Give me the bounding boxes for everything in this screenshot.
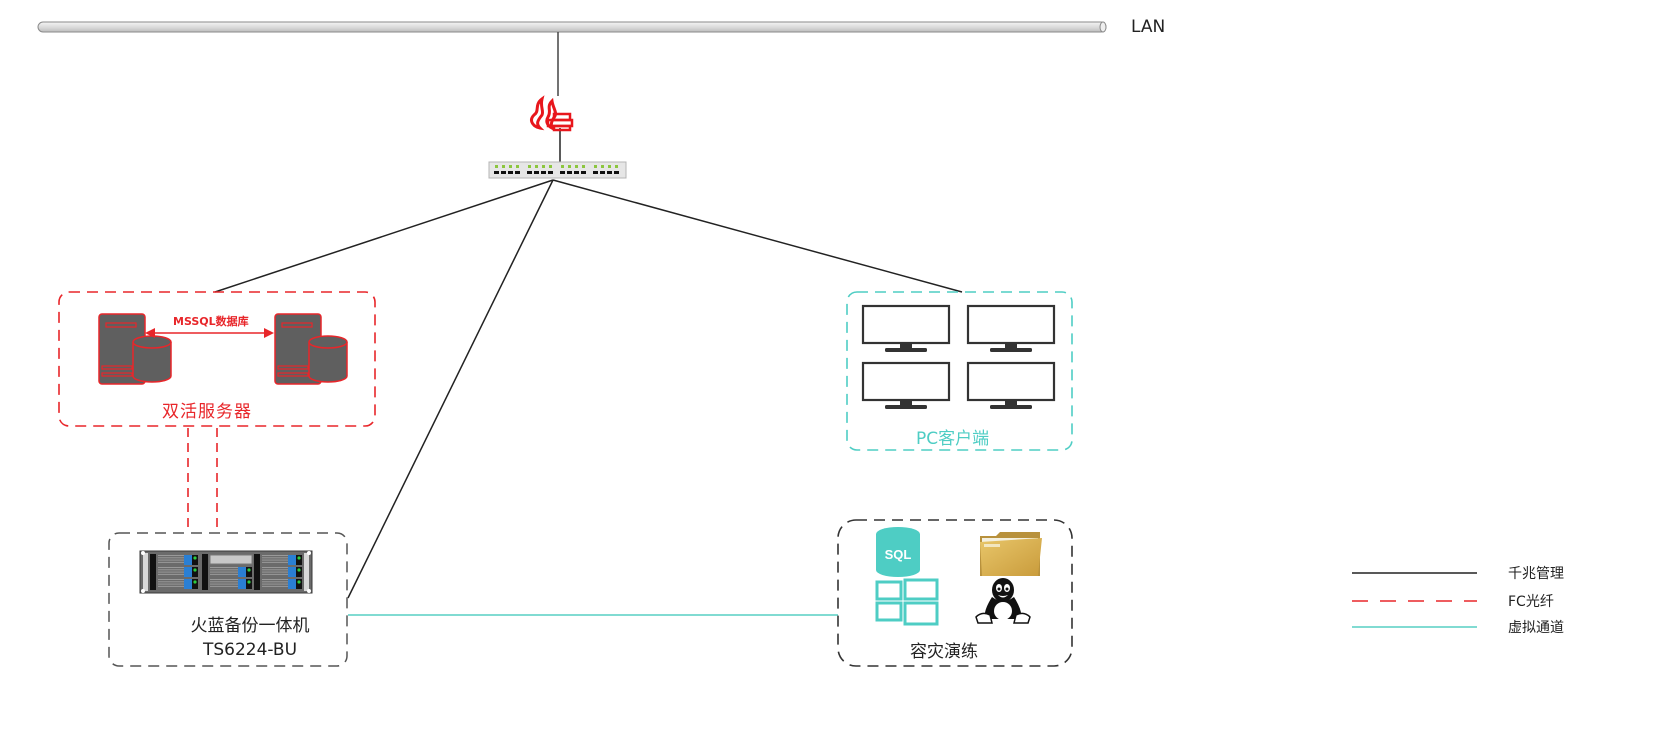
lan-label: LAN [1131,17,1166,37]
database-server-icon[interactable] [98,313,172,385]
switch-port [541,171,546,174]
switch-port [548,171,553,174]
switch-to-pc-clients-link [552,179,963,293]
legend-label-fc-fiber: FC光纤 [1508,594,1554,610]
monitor-icon[interactable] [861,361,951,409]
lan-backbone [37,21,1107,33]
switch-port [494,171,499,174]
firewall-icon[interactable] [530,95,574,132]
rack-server-icon[interactable] [139,550,313,594]
backup-appliance-group[interactable] [108,532,348,667]
switch-port [574,171,579,174]
pc-clients-label: PC客户端 [916,429,990,449]
rack-handle [254,554,260,590]
switch-port [515,171,520,174]
legend-label-gigabit: 千兆管理 [1508,566,1564,582]
pc-clients-group[interactable] [846,291,1073,451]
port-led [615,165,618,168]
switch-port [508,171,513,174]
switch-to-backup-link [347,179,554,599]
switch-to-ha-servers-link [214,179,554,293]
port-led [575,165,578,168]
port-led [549,165,552,168]
switch-port [614,171,619,174]
port-led [561,165,564,168]
switch-port [560,171,565,174]
replication-arrow [145,328,274,338]
legend-label-virtual-channel: 虚拟通道 [1508,620,1564,636]
disaster-recovery-label: 容灾演练 [910,642,978,662]
switch-port [607,171,612,174]
switch-port [593,171,598,174]
port-led [542,165,545,168]
backup-appliance-name: 火蓝备份一体机 [190,616,310,636]
switch-port [534,171,539,174]
monitor-icon[interactable] [861,304,951,352]
mssql-database-label: MSSQL数据库 [173,315,249,328]
disaster-recovery-group[interactable]: SQL [837,519,1073,667]
ha-servers-label: 双活服务器 [162,402,252,422]
rack-handle [202,554,208,590]
switch-port [581,171,586,174]
port-led [594,165,597,168]
ha-servers-group[interactable] [58,291,376,427]
connections [187,32,963,616]
switch-port [527,171,532,174]
network-switch-icon[interactable] [488,161,627,179]
port-led [535,165,538,168]
port-led [582,165,585,168]
port-led [608,165,611,168]
port-led [502,165,505,168]
database-server-icon[interactable] [274,313,348,385]
monitor-icon[interactable] [966,304,1056,352]
backup-appliance-label: 火蓝备份一体机 TS6224-BU [150,614,350,662]
switch-port [567,171,572,174]
port-led [495,165,498,168]
svg-text:SQL: SQL [885,547,912,562]
sql-database-icon[interactable]: SQL [876,527,920,577]
port-led [516,165,519,168]
rack-handle [150,554,156,590]
linux-penguin-icon[interactable] [975,578,1031,624]
port-led [568,165,571,168]
port-led [601,165,604,168]
switch-port [600,171,605,174]
legend [1352,572,1477,628]
windows-icon[interactable] [875,578,939,626]
switch-port [501,171,506,174]
port-led [509,165,512,168]
folder-icon[interactable] [980,532,1042,576]
backup-appliance-model: TS6224-BU [202,640,298,660]
monitor-icon[interactable] [966,361,1056,409]
port-led [528,165,531,168]
